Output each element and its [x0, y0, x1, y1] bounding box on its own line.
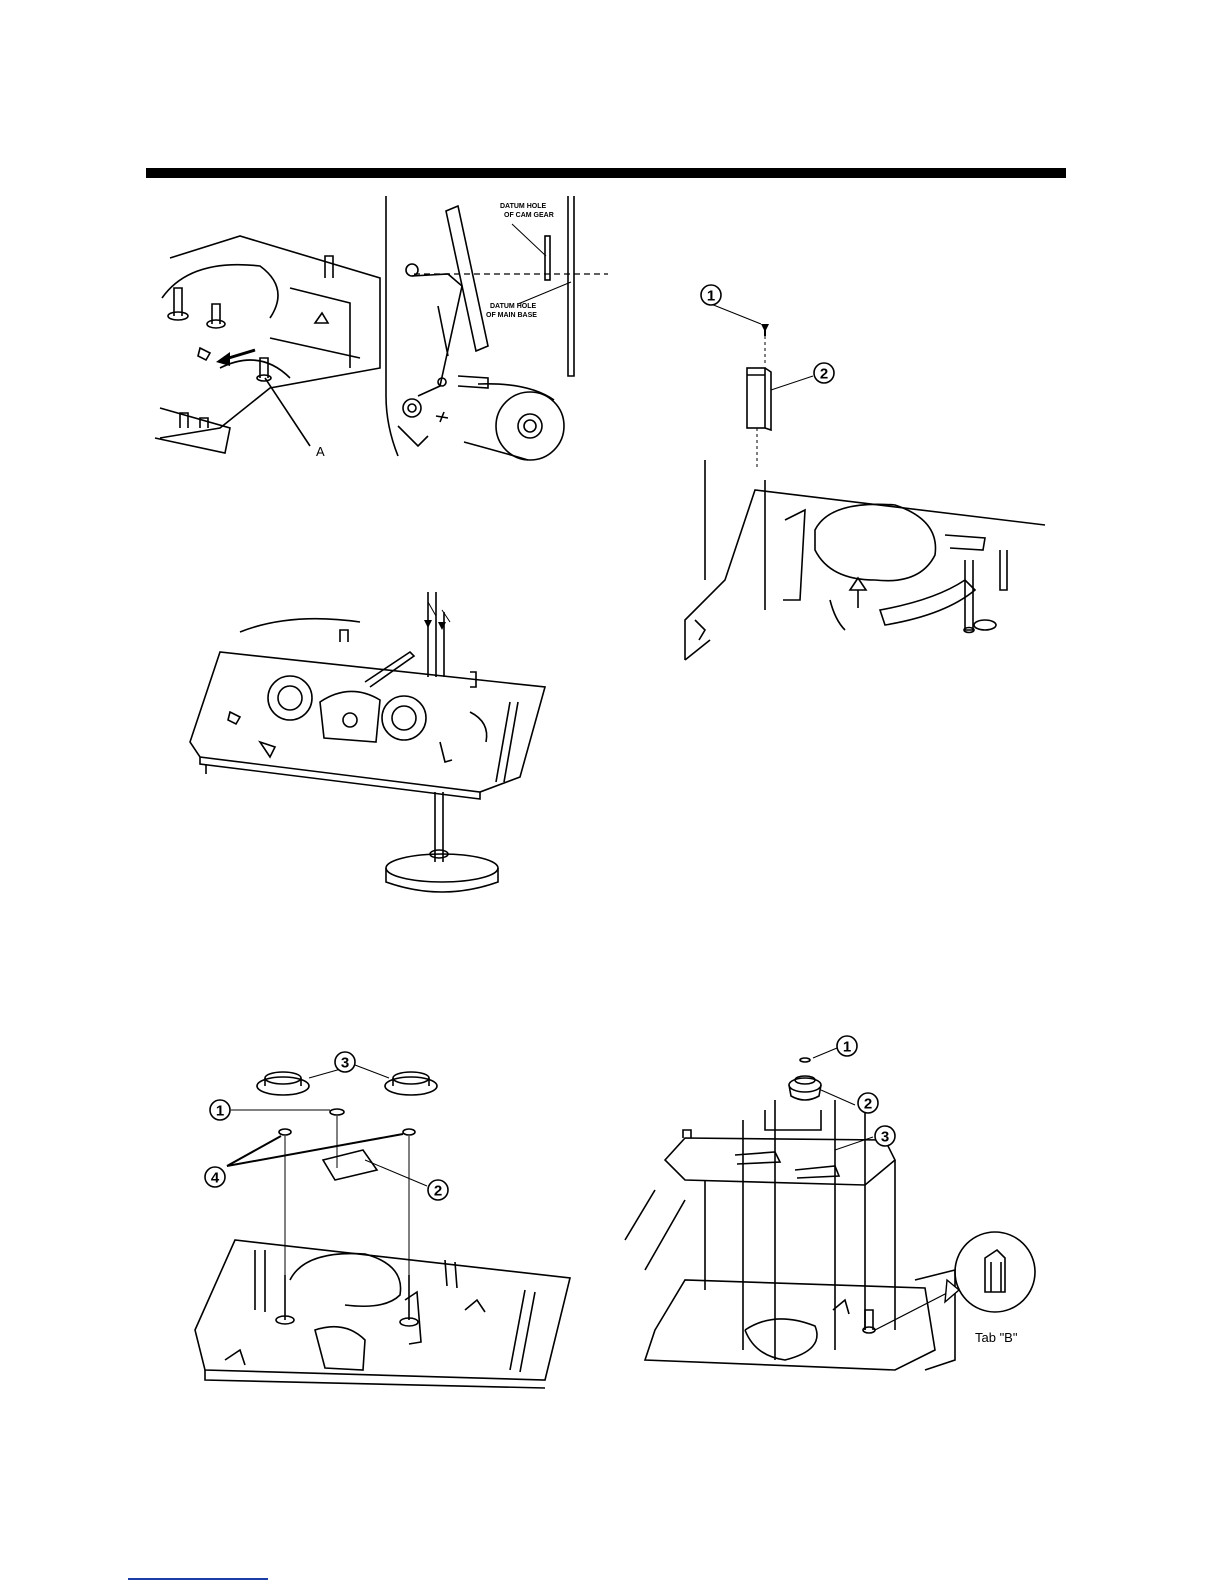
callout-1: 1 [707, 288, 715, 305]
callout-3: 3 [881, 1129, 889, 1146]
callout-2: 2 [864, 1096, 872, 1113]
header-rule [146, 168, 1066, 178]
datum-cam-gear-label-2: OF CAM GEAR [504, 212, 554, 219]
footer-line [128, 1578, 268, 1580]
tab-b-label: Tab "B" [975, 1330, 1018, 1345]
callout-1: 1 [843, 1039, 851, 1056]
datum-main-base-label-1: DATUM HOLE [490, 303, 536, 310]
callout-3: 3 [341, 1055, 349, 1072]
figure-deck-motor-diagram [180, 592, 560, 902]
datum-cam-gear-label-1: DATUM HOLE [500, 203, 546, 210]
callout-2: 2 [434, 1183, 442, 1200]
figure-screw-bracket-diagram: 1 2 [665, 280, 1055, 670]
callout-2: 2 [820, 366, 828, 383]
figure-pin-a-diagram: A [150, 228, 380, 468]
callout-1: 1 [216, 1103, 224, 1120]
pin-a-label: A [316, 444, 325, 459]
datum-main-base-label-2: OF MAIN BASE [486, 312, 537, 319]
figure-reel-table-diagram: 3 1 4 2 [185, 1050, 575, 1395]
figure-tab-b-diagram: 1 2 3 Tab "B" [625, 1030, 1065, 1395]
figure-datum-hole-diagram: DATUM HOLE OF CAM GEAR DATUM HOLE OF MAI… [378, 196, 608, 466]
callout-4: 4 [211, 1170, 220, 1187]
